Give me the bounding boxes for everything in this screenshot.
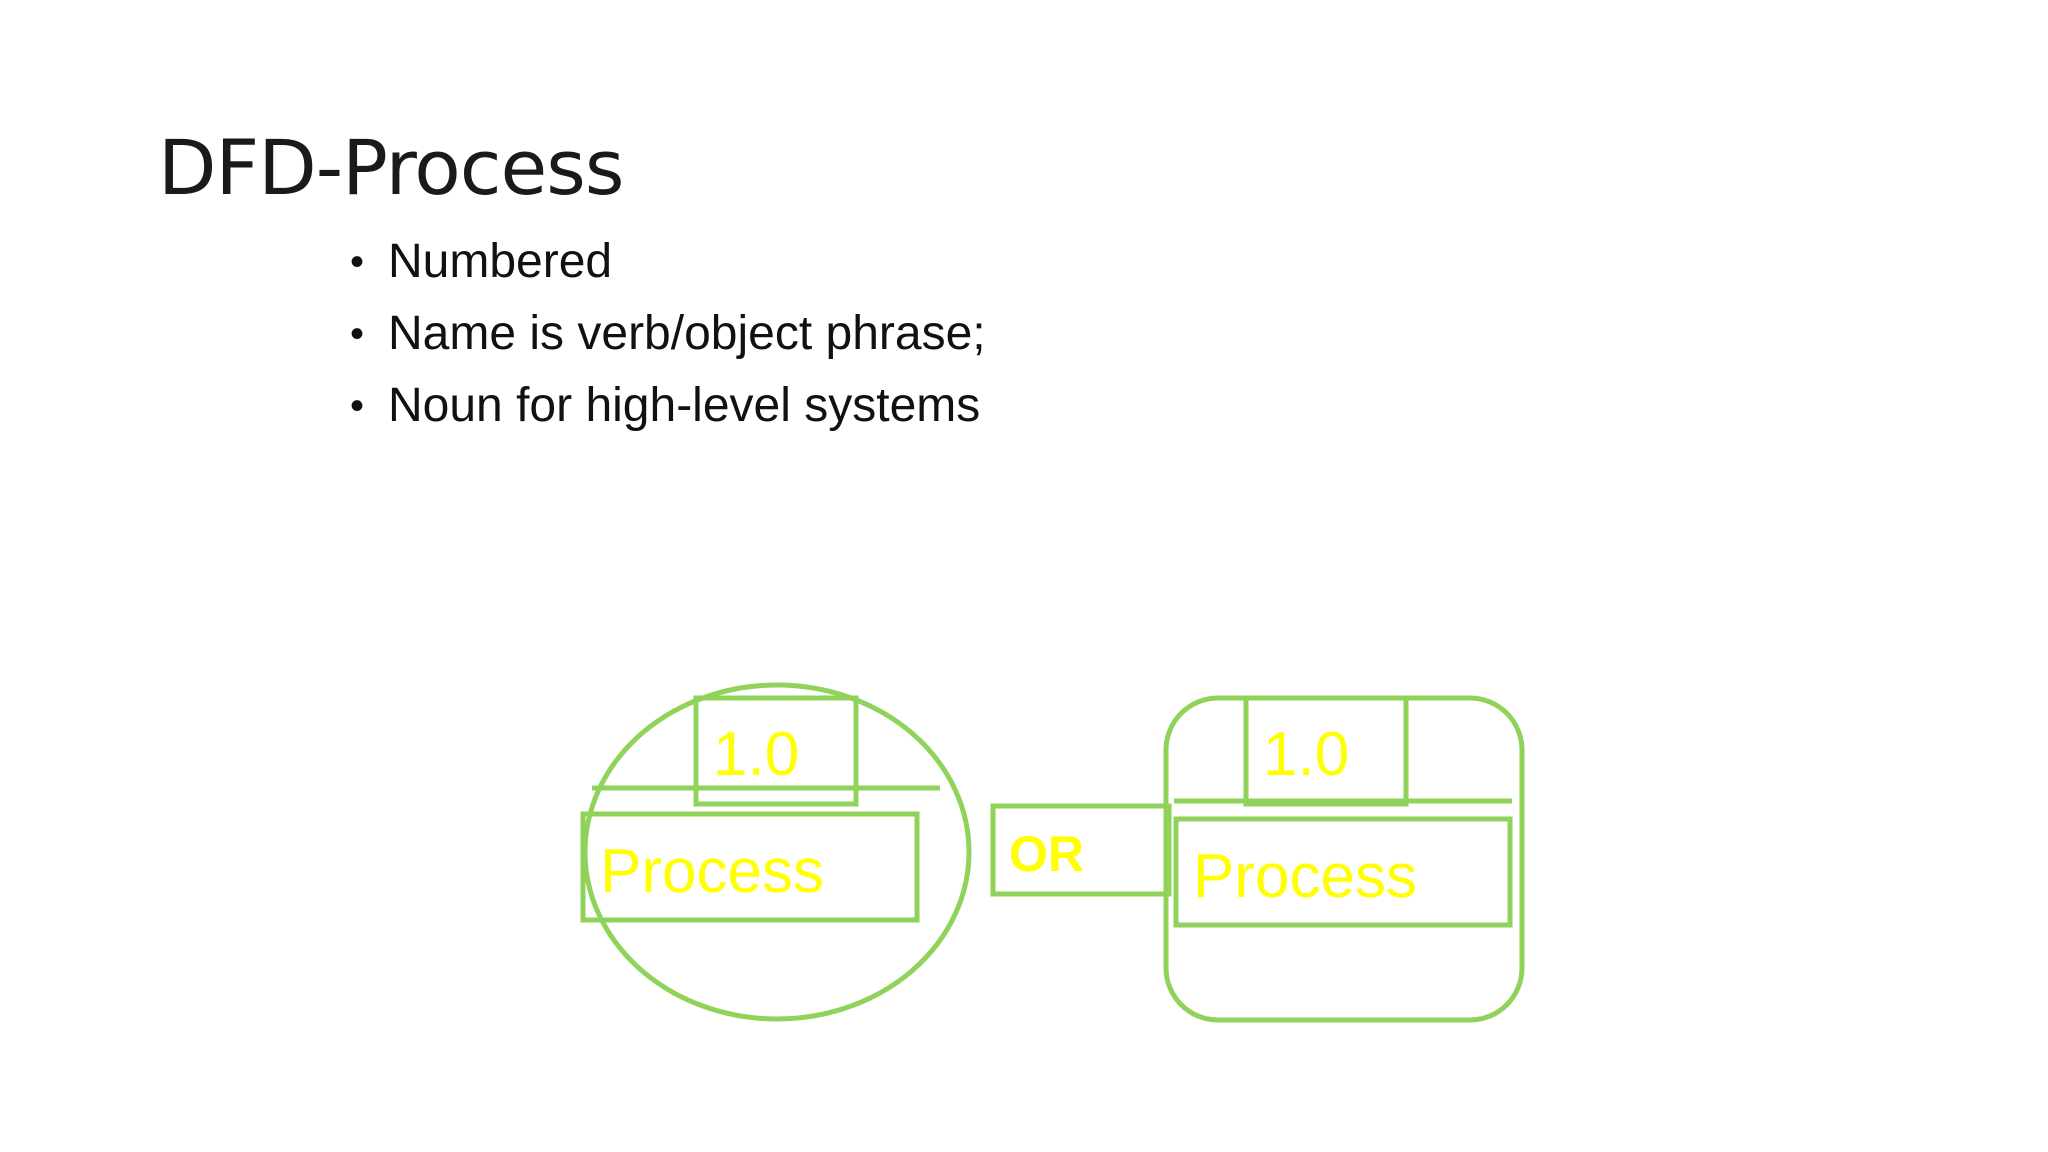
bullet-item: Name is verb/object phrase;	[340, 298, 986, 370]
process-name-box	[580, 811, 920, 923]
process-number: 1.0	[1263, 720, 1349, 789]
process-name: Process	[1193, 842, 1417, 911]
process-symbol-rounded-rect: 1.0 Process	[1163, 695, 1525, 1023]
bullet-list: Numbered Name is verb/object phrase; Nou…	[340, 226, 986, 442]
or-box	[990, 803, 1172, 897]
slide-title: DFD-Process	[158, 123, 624, 212]
bullet-item: Numbered	[340, 226, 986, 298]
process-name-box	[1173, 816, 1513, 928]
process-number-box	[1243, 695, 1409, 807]
process-number-box	[693, 695, 859, 807]
bullet-item: Noun for high-level systems	[340, 370, 986, 442]
process-number: 1.0	[713, 720, 799, 789]
process-name: Process	[600, 837, 824, 906]
or-separator: OR	[990, 803, 1172, 897]
or-label: OR	[1009, 826, 1084, 882]
process-symbol-circle: 1.0 Process	[580, 682, 972, 1022]
